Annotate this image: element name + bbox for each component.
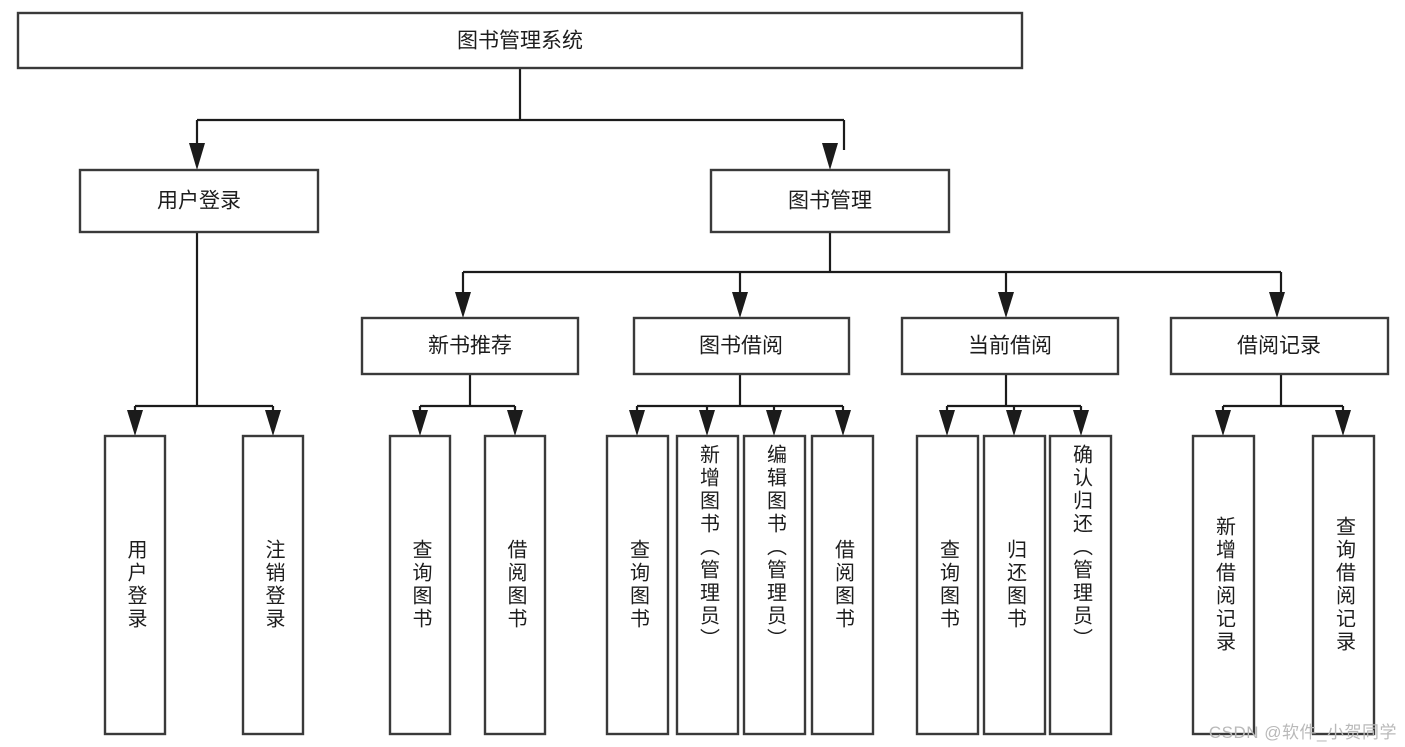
node-new-book-recommend-rect[interactable] (360, 316, 580, 376)
node-new-book-recommend[interactable]: 新书推荐 (360, 316, 580, 376)
node-leaf-confirm-return-admin-rect[interactable] (1048, 434, 1113, 736)
arrow-head-leaf-logout-login (265, 410, 281, 436)
arrow-head-user-login (189, 143, 205, 170)
arrow-head-leaf-query-book-3 (939, 410, 955, 436)
arrow-head-book-management (822, 143, 838, 170)
node-leaf-add-borrow-record-rect[interactable] (1191, 434, 1256, 736)
node-book-borrow-rect[interactable] (632, 316, 851, 376)
node-current-borrow-rect[interactable] (900, 316, 1120, 376)
arrow-head-leaf-return-book (1006, 410, 1022, 436)
node-current-borrow-label: 当前借阅 (968, 335, 1052, 358)
watermark-text: CSDN @软件_小贺同学 (1208, 723, 1397, 742)
node-user-login-rect[interactable] (78, 168, 320, 234)
node-current-borrow[interactable]: 当前借阅 (900, 316, 1120, 376)
node-book-management-label: 图书管理 (788, 190, 872, 213)
arrow-head-leaf-borrow-book-1 (507, 410, 523, 436)
node-root-rect[interactable] (16, 11, 1024, 70)
node-leaf-query-book-1-rect[interactable] (388, 434, 452, 736)
node-leaf-user-login-rect[interactable] (103, 434, 167, 736)
node-new-book-recommend-label: 新书推荐 (428, 335, 512, 358)
node-book-management-rect[interactable] (709, 168, 951, 234)
arrow-head-leaf-query-book-2 (629, 410, 645, 436)
node-layer: 图书管理系统 用户登录 图书管理 新书推荐 图书借阅 当前 (16, 11, 1390, 736)
node-book-borrow[interactable]: 图书借阅 (632, 316, 851, 376)
node-leaf-borrow-book-2-rect[interactable] (810, 434, 875, 736)
arrow-head-leaf-query-borrow-record (1335, 410, 1351, 436)
arrow-head-leaf-user-login (127, 410, 143, 436)
node-leaf-query-book-2-rect[interactable] (605, 434, 670, 736)
arrow-head-borrow-record (1269, 292, 1285, 318)
arrow-head-book-borrow (732, 292, 748, 318)
node-borrow-record-label: 借阅记录 (1237, 335, 1321, 358)
arrow-head-leaf-add-borrow-record (1215, 410, 1231, 436)
node-leaf-return-book-rect[interactable] (982, 434, 1047, 736)
arrow-head-leaf-add-book-admin (699, 410, 715, 436)
node-user-login[interactable]: 用户登录 (78, 168, 320, 234)
node-root[interactable]: 图书管理系统 (16, 11, 1024, 70)
node-user-login-label: 用户登录 (157, 190, 241, 213)
node-leaf-logout-login-rect[interactable] (241, 434, 305, 736)
node-leaf-query-book-3-rect[interactable] (915, 434, 980, 736)
node-leaf-edit-book-admin-rect[interactable] (742, 434, 807, 736)
arrow-head-leaf-edit-book-admin (766, 410, 782, 436)
node-book-borrow-label: 图书借阅 (699, 335, 783, 358)
node-book-management[interactable]: 图书管理 (709, 168, 951, 234)
node-leaf-add-book-admin-rect[interactable] (675, 434, 740, 736)
node-leaf-borrow-book-1-rect[interactable] (483, 434, 547, 736)
node-root-label: 图书管理系统 (457, 30, 583, 53)
node-leaf-query-borrow-record-rect[interactable] (1311, 434, 1376, 736)
connector-layer (127, 68, 1351, 436)
arrow-head-leaf-query-book-1 (412, 410, 428, 436)
node-borrow-record-rect[interactable] (1169, 316, 1390, 376)
arrow-head-leaf-borrow-book-2 (835, 410, 851, 436)
arrow-head-new-book-recommend (455, 292, 471, 318)
arrow-head-current-borrow (998, 292, 1014, 318)
arrow-head-leaf-confirm-return-admin (1073, 410, 1089, 436)
node-borrow-record[interactable]: 借阅记录 (1169, 316, 1390, 376)
